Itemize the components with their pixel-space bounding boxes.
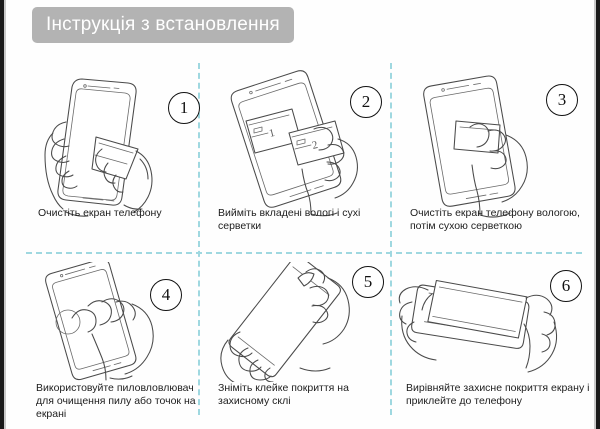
divider-horizontal [26,252,582,254]
step-number-1: 1 [179,98,189,117]
step-panel-6: 6 Вирівняйте захисне покриття екрану і п… [392,254,594,423]
packet-label-2: 2 [311,139,319,152]
illustration-step-1 [36,67,166,217]
divider-vertical-2 [390,63,392,415]
film-edge-left [0,0,4,429]
step-badge-3: 3 [546,84,578,116]
step-number-5: 5 [363,272,373,291]
packet-label-1: 1 [268,127,276,140]
illustration-step-2: 1 2 [216,69,366,219]
page-title: Інструкція з встановлення [46,14,280,35]
step-panel-1: 1 Очистіть екран телефону [8,55,200,252]
step-caption-4: Використовуйте пиловловлювач для очищенн… [36,382,196,420]
header-banner: Інструкція з встановлення [32,7,294,43]
step-caption-6: Вирівняйте захисне покриття екрану і при… [406,382,590,407]
step-badge-1: 1 [168,92,200,124]
film-edge-right-inner [594,0,596,429]
step-number-4: 4 [161,285,171,304]
step-panel-3: 3 Очистіть екран телефону вологою, потім… [392,55,594,252]
step-number-6: 6 [561,276,571,295]
step-caption-1: Очистіть екран телефону [38,207,162,219]
step-badge-5: 5 [352,266,384,298]
illustration-step-4 [32,262,172,382]
step-panel-5: 5 Зніміть клейке покриття на захисному с… [200,254,390,423]
step-caption-2: Вийміть вкладені вологі і сухі серветки [218,207,361,232]
step-number-2: 2 [361,92,371,111]
step-badge-6: 6 [550,270,582,302]
divider-vertical-1 [198,63,200,415]
step-badge-2: 2 [350,86,382,118]
illustration-step-5 [214,262,364,382]
step-panel-4: 4 Використовуйте пиловловлювач для очище… [8,254,198,423]
film-edge-left-inner [4,0,6,429]
step-panel-2: 1 2 [200,55,390,252]
illustration-step-6 [398,264,568,382]
film-edge-right [596,0,600,429]
steps-grid: 1 Очистіть екран телефону [8,55,594,423]
step-caption-3: Очистіть екран телефону вологою, потім с… [410,207,580,232]
step-badge-4: 4 [150,279,182,311]
step-number-3: 3 [557,90,567,109]
illustration-step-3 [408,69,558,219]
step-caption-5: Зніміть клейке покриття на захисному скл… [218,382,349,407]
